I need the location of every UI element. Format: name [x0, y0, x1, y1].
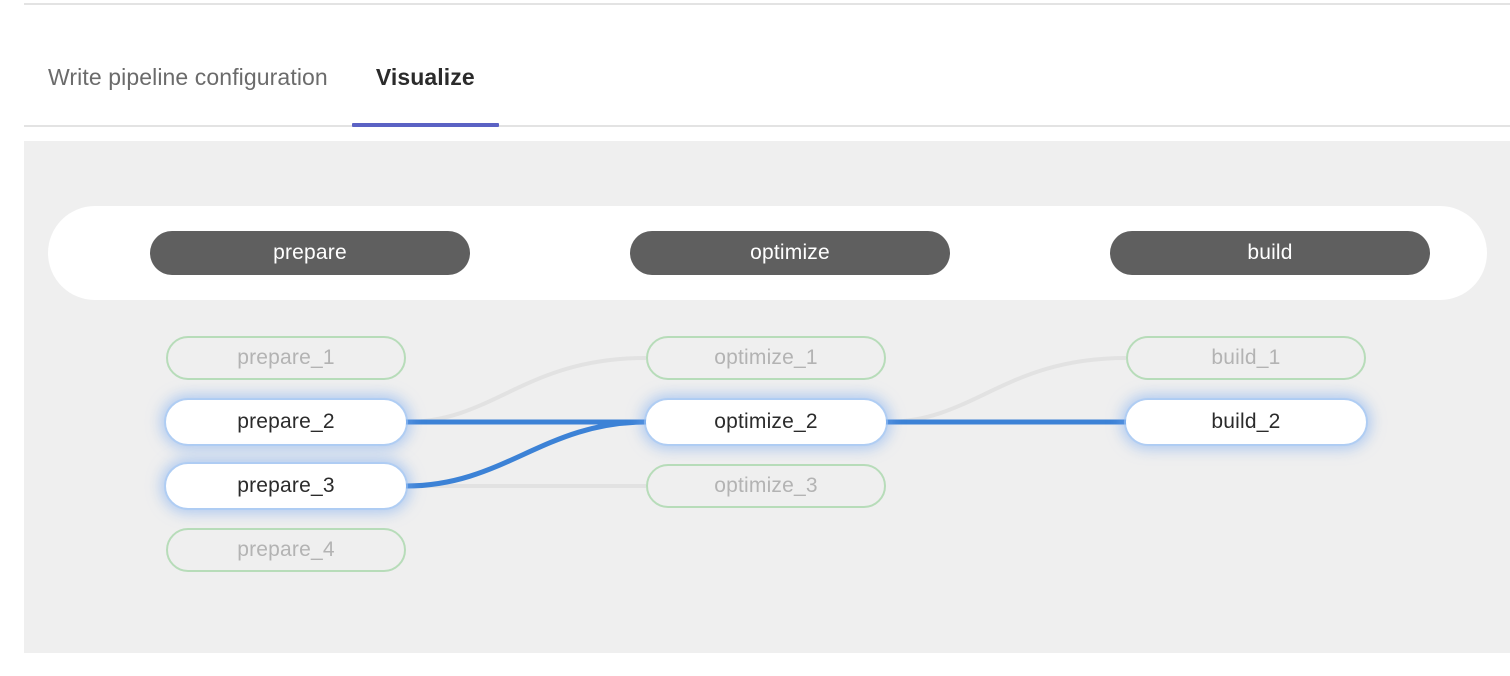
job-node-build-1[interactable]: build_1 [1126, 336, 1366, 380]
job-node-label: optimize_3 [714, 474, 818, 497]
job-node-prepare-3[interactable]: prepare_3 [166, 464, 406, 508]
job-node-label: build_2 [1211, 410, 1281, 433]
job-node-label: prepare_4 [237, 538, 335, 561]
tab-label: Write pipeline configuration [48, 64, 328, 90]
stage-header-bar: prepare optimize build [48, 206, 1487, 300]
job-node-prepare-1[interactable]: prepare_1 [166, 336, 406, 380]
pipeline-graph-canvas: prepare optimize build prepare_1 prepare… [24, 141, 1510, 653]
job-node-optimize-3[interactable]: optimize_3 [646, 464, 886, 508]
job-node-label: build_1 [1211, 346, 1281, 369]
edge-prepare-2-to-optimize-1 [405, 356, 647, 424]
job-node-optimize-2[interactable]: optimize_2 [646, 400, 886, 444]
job-node-prepare-4[interactable]: prepare_4 [166, 528, 406, 572]
stage-label: build [1247, 241, 1293, 264]
job-node-label: optimize_2 [714, 410, 818, 433]
job-node-label: prepare_1 [237, 346, 335, 369]
stage-pill-prepare[interactable]: prepare [150, 231, 470, 275]
top-divider [24, 3, 1510, 5]
tab-write-pipeline-configuration[interactable]: Write pipeline configuration [24, 30, 352, 125]
job-node-label: prepare_2 [237, 410, 335, 433]
stage-label: prepare [273, 241, 347, 264]
job-node-build-2[interactable]: build_2 [1126, 400, 1366, 444]
job-node-label: prepare_3 [237, 474, 335, 497]
edge-optimize-2-to-build-1 [885, 356, 1127, 424]
tab-active-underline [351, 123, 499, 127]
tab-label: Visualize [375, 64, 475, 90]
tab-visualize[interactable]: Visualize [351, 30, 499, 127]
tab-bar: Write pipeline configuration Visualize [24, 30, 1510, 127]
job-node-optimize-1[interactable]: optimize_1 [646, 336, 886, 380]
job-node-label: optimize_1 [714, 346, 818, 369]
stage-label: optimize [750, 241, 830, 264]
stage-pill-build[interactable]: build [1110, 231, 1430, 275]
edge-prepare-3-to-optimize-2 [405, 419, 647, 489]
job-node-prepare-2[interactable]: prepare_2 [166, 400, 406, 444]
stage-pill-optimize[interactable]: optimize [630, 231, 950, 275]
